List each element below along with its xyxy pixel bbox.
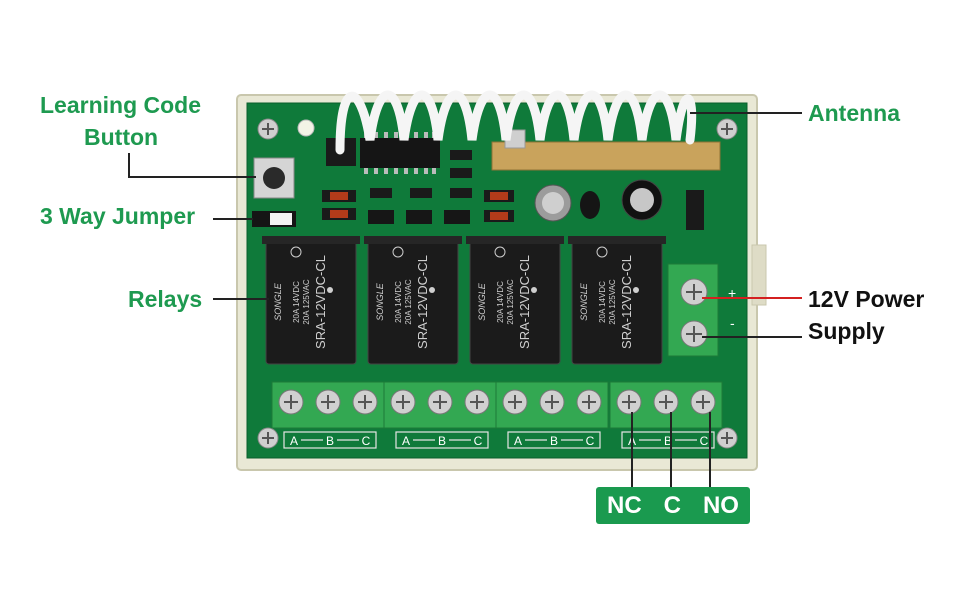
terminal-letter: C <box>474 434 483 448</box>
relay-marking-rating2: 20A 125VAC <box>608 279 617 324</box>
nc-label: NC <box>606 491 642 519</box>
ic-chip <box>360 138 440 168</box>
learning-code-label-line1: Learning Code <box>40 92 202 118</box>
antenna-leader <box>690 112 802 114</box>
output-terminal-block-1: A B C <box>271 381 385 449</box>
no-leader <box>709 412 711 488</box>
terminal-letter: A <box>290 434 298 448</box>
jumper-label: 3 Way Jumper <box>40 203 196 229</box>
power-leader-negative <box>702 336 802 338</box>
power-label-line2: Supply <box>808 318 885 344</box>
relay-marking-rating2: 20A 125VAC <box>506 279 515 324</box>
nc-leader <box>631 412 633 488</box>
relay-marking-rating1: 20A 14VDC <box>496 281 505 323</box>
terminal-letter: B <box>664 434 672 448</box>
relay-marking-rating1: 20A 14VDC <box>394 281 403 323</box>
led-icon <box>297 119 315 137</box>
contact-labels-box: NC C NO <box>596 487 750 524</box>
c-leader <box>670 412 672 488</box>
rf-module <box>491 141 721 171</box>
relay-marking-rating2: 20A 125VAC <box>404 279 413 324</box>
learning-leader-h <box>128 176 256 178</box>
relay-marking-rating1: 20A 14VDC <box>292 281 301 323</box>
power-leader-positive <box>702 297 802 299</box>
mount-screw-icon <box>257 118 738 449</box>
terminal-letter: C <box>586 434 595 448</box>
relay-marking-model: SRA-12VDC-CL <box>313 255 328 349</box>
output-terminal-block-3: A B C <box>495 381 609 449</box>
relay-marking-model: SRA-12VDC-CL <box>517 255 532 349</box>
terminal-letter: B <box>326 434 334 448</box>
relay-marking-brand: SONGLE <box>273 282 283 321</box>
relay-marking-brand: SONGLE <box>477 282 487 321</box>
learning-leader-v <box>128 153 130 177</box>
terminal-letter: C <box>700 434 709 448</box>
no-label: NO <box>702 491 739 519</box>
relay-marking-brand: SONGLE <box>579 282 589 321</box>
terminal-letter: A <box>514 434 522 448</box>
jumper-leader <box>213 218 253 220</box>
relay-marking-brand: SONGLE <box>375 282 385 321</box>
antenna-coil <box>335 90 697 155</box>
relays-leader <box>213 298 269 300</box>
relay-marking-rating2: 20A 125VAC <box>302 279 311 324</box>
relays-label: Relays <box>128 286 203 312</box>
relay-marking-model: SRA-12VDC-CL <box>415 255 430 349</box>
output-terminal-block-2: A B C <box>383 381 497 449</box>
relay-marking-rating1: 20A 14VDC <box>598 281 607 323</box>
power-label-line1: 12V Power <box>808 286 925 312</box>
antenna-label: Antenna <box>808 100 900 126</box>
terminal-letter: B <box>438 434 446 448</box>
power-plus: + <box>728 285 736 301</box>
terminal-letter: A <box>402 434 410 448</box>
terminal-letter: C <box>362 434 371 448</box>
learning-code-label-line2: Button <box>84 124 159 150</box>
power-minus: - <box>730 315 735 331</box>
relay-marking-model: SRA-12VDC-CL <box>619 255 634 349</box>
c-label: C <box>663 491 681 519</box>
terminal-letter: B <box>550 434 558 448</box>
capacitor-icon <box>534 179 663 222</box>
